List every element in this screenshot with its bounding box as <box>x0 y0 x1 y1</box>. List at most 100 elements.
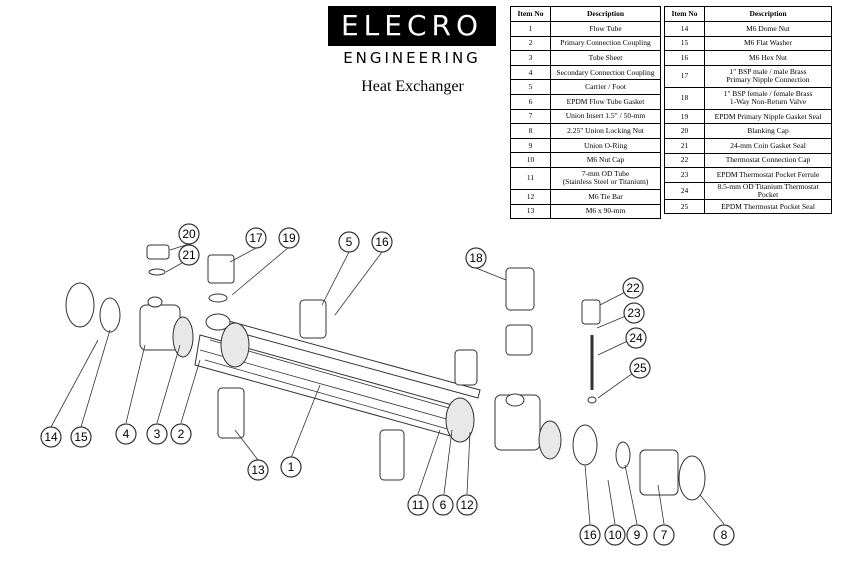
description-line: 8.5-mm OD Titanium Thermostat Pocket <box>717 181 819 199</box>
callout-2-label: 2 <box>178 427 185 441</box>
callout-16-top: 16 <box>371 231 393 253</box>
callout-23-label: 23 <box>627 306 641 320</box>
callout-20-label: 20 <box>182 227 196 241</box>
item-number-cell: 13 <box>510 203 551 220</box>
item-number-cell: 11 <box>510 166 551 190</box>
callout-3-label: 3 <box>154 427 161 441</box>
table-row: 15 M6 Flat Washer <box>664 35 832 52</box>
leader-lines <box>50 243 725 525</box>
description-line-2: 1-Way Non-Return Valve <box>729 97 807 107</box>
item-number-cell: 20 <box>664 123 705 139</box>
description-cell: Flow Tube <box>550 21 661 37</box>
description-line: Carrier / Foot <box>585 82 626 92</box>
callout-5: 5 <box>338 231 360 253</box>
item-number-cell: 19 <box>664 108 705 125</box>
description-cell: EPDM Thermostat Pocket Ferrule <box>704 167 832 183</box>
description-cell: Thermostat Connection Cap <box>704 152 832 169</box>
callout-16-bottom: 16 <box>579 524 601 546</box>
item-number-cell: 12 <box>510 188 551 205</box>
description-line: Thermostat Connection Cap <box>725 155 811 165</box>
item-number-cell: 10 <box>510 152 551 168</box>
description-line: Primary Connection Coupling <box>560 38 651 48</box>
callout-15-label: 15 <box>74 430 88 444</box>
callout-24: 24 <box>625 327 647 349</box>
description-cell: EPDM Primary Nipple Gasket Seal <box>704 108 832 125</box>
callout-8: 8 <box>713 524 735 546</box>
callout-4-label: 4 <box>123 427 130 441</box>
item-number-cell: 18 <box>664 86 705 110</box>
description-line: M6 Tie Bar <box>588 191 623 201</box>
description-line: Tube Sheet <box>588 52 623 62</box>
description-cell: EPDM Thermostat Pocket Seal <box>704 198 832 215</box>
description-line: EPDM Thermostat Pocket Seal <box>721 201 815 211</box>
table-row: 9 Union O-Ring <box>510 137 661 154</box>
callout-16-bottom-label: 16 <box>583 528 597 542</box>
callout-21-label: 21 <box>182 248 196 262</box>
callout-12: 12 <box>456 494 478 516</box>
description-line: M6 Hex Nut <box>749 52 787 62</box>
description-cell: Union Insert 1.5" / 50-mm <box>550 108 661 125</box>
brand-logo-bottom: ENGINEERING <box>343 49 481 67</box>
callout-3: 3 <box>146 423 168 445</box>
description-line: M6 Flat Washer <box>743 38 792 48</box>
callout-19: 19 <box>278 227 300 249</box>
description-line: 1" BSP female / female Brass <box>723 89 813 99</box>
callout-7: 7 <box>653 524 675 546</box>
description-cell: 7-mm OD Tube(Stainless Steel or Titanium… <box>550 166 661 190</box>
callout-19-label: 19 <box>282 231 296 245</box>
description-cell: M6 Flat Washer <box>704 35 832 52</box>
table-header-row: Item No Description <box>664 6 832 22</box>
callout-1: 1 <box>280 456 302 478</box>
brand-logo: ELECRO ENGINEERING <box>328 6 496 67</box>
column-header-description: Description <box>550 6 661 22</box>
item-number-cell: 15 <box>664 35 705 52</box>
item-number-cell: 2 <box>510 35 551 52</box>
callout-4: 4 <box>115 423 137 445</box>
item-number-cell: 23 <box>664 167 705 183</box>
item-number-cell: 7 <box>510 108 551 125</box>
callout-9: 9 <box>626 524 648 546</box>
item-number-cell: 4 <box>510 64 551 81</box>
description-line: Union O-Ring <box>583 140 628 150</box>
description-cell: 8.5-mm OD Titanium Thermostat Pocket <box>704 181 832 200</box>
description-line: M6 Dome Nut <box>746 23 790 33</box>
callout-10: 10 <box>604 524 626 546</box>
description-line-2: (Stainless Steel or Titanium) <box>562 177 649 187</box>
callout-2: 2 <box>170 423 192 445</box>
callout-17-label: 17 <box>249 231 263 245</box>
description-cell: M6 Nut Cap <box>550 152 661 168</box>
column-header-description: Description <box>704 6 832 22</box>
item-number-cell: 9 <box>510 137 551 154</box>
description-cell: Primary Connection Coupling <box>550 35 661 52</box>
callout-5-label: 5 <box>346 235 353 249</box>
description-cell: M6 Hex Nut <box>704 50 832 66</box>
callout-21: 21 <box>178 244 200 266</box>
description-cell: EPDM Flow Tube Gasket <box>550 93 661 110</box>
callout-9-label: 9 <box>634 528 641 542</box>
item-number-cell: 17 <box>664 64 705 88</box>
callout-14-label: 14 <box>44 430 58 444</box>
item-number-cell: 8 <box>510 123 551 139</box>
brand-logo-top: ELECRO <box>328 6 496 46</box>
callout-1-label: 1 <box>288 460 295 474</box>
item-number-cell: 1 <box>510 21 551 37</box>
description-line: EPDM Primary Nipple Gasket Seal <box>714 111 822 121</box>
column-header-item: Item No <box>510 6 551 22</box>
